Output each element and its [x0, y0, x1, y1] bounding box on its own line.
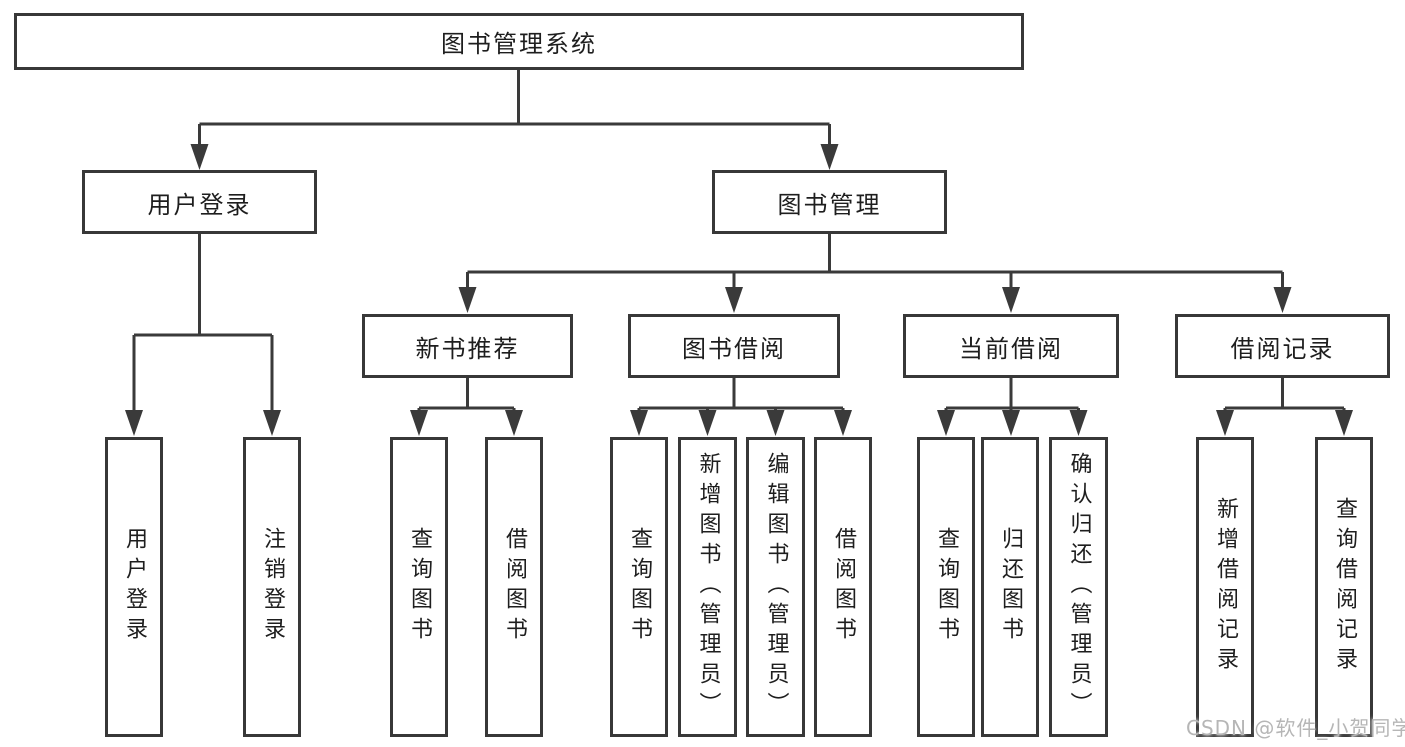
node-book-borrowing: 图书借阅 [628, 314, 840, 378]
leaf-return-books: 归还图书 [981, 437, 1039, 737]
leaf-search-books-borrowing: 查询图书 [610, 437, 668, 737]
csdn-watermark: CSDN @软件_小贺同学 [1186, 716, 1405, 740]
leaf-borrow-books-recommend: 借阅图书 [485, 437, 543, 737]
leaf-user-login: 用户登录 [105, 437, 163, 737]
node-book-management: 图书管理 [712, 170, 947, 234]
leaf-search-books-current: 查询图书 [917, 437, 975, 737]
leaf-add-borrow-record: 新增借阅记录 [1196, 437, 1254, 737]
node-new-book-recommendation: 新书推荐 [362, 314, 573, 378]
leaf-add-books-admin: 新增图书（管理员） [678, 437, 737, 737]
leaf-edit-books-admin: 编辑图书（管理员） [746, 437, 805, 737]
node-library-management-system: 图书管理系统 [14, 13, 1024, 70]
leaf-search-books-recommend: 查询图书 [390, 437, 448, 737]
leaf-logout: 注销登录 [243, 437, 301, 737]
leaf-search-borrow-record: 查询借阅记录 [1315, 437, 1373, 737]
node-current-borrowing: 当前借阅 [903, 314, 1119, 378]
node-user-login: 用户登录 [82, 170, 317, 234]
leaf-confirm-return-admin: 确认归还（管理员） [1049, 437, 1108, 737]
node-borrowing-records: 借阅记录 [1175, 314, 1390, 378]
leaf-borrow-books-borrowing: 借阅图书 [814, 437, 872, 737]
